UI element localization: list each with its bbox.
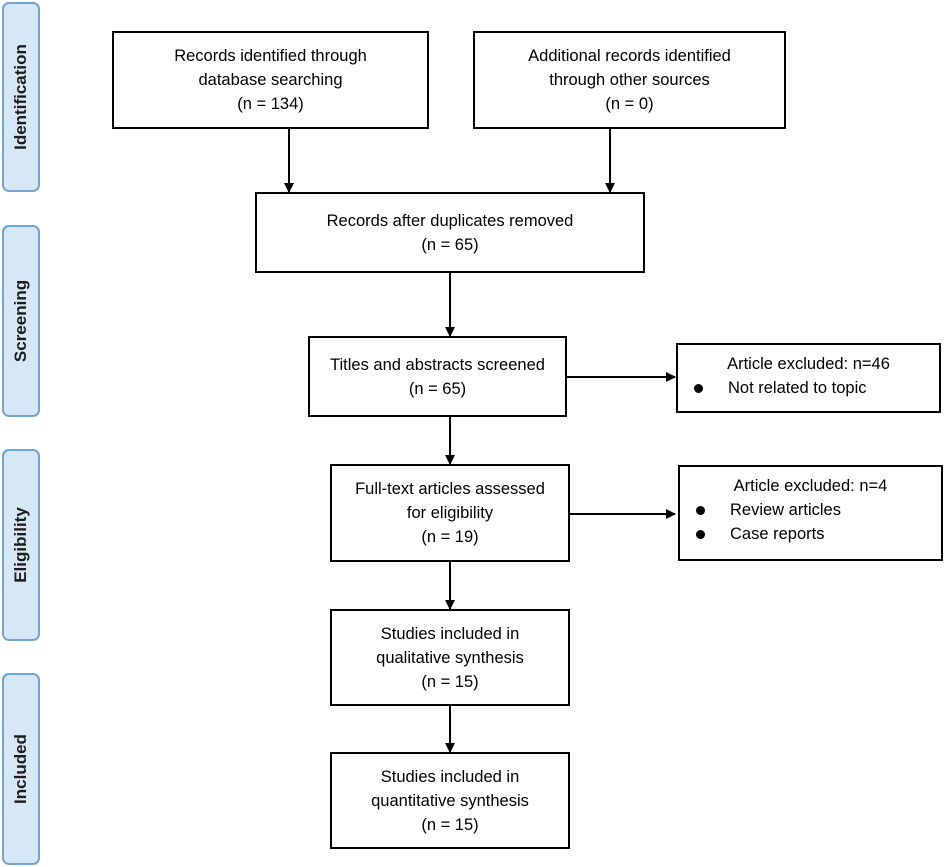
box-exclusion-screening: Article excluded: n=46 Not related to to… [676,343,941,413]
list-item: Not related to topic [678,376,939,400]
box-qualitative: Studies included in qualitative synthesi… [330,609,570,706]
exclusion-eligibility-reason-1: Review articles [730,501,841,519]
list-item: Review articles [680,498,941,522]
box-qualitative-line-2: qualitative synthesis [376,648,524,667]
box-qualitative-count: (n = 15) [421,672,479,691]
bullet-icon [694,384,703,393]
box-screened-count: (n = 65) [408,379,467,398]
box-full-text-line-2: for eligibility [406,504,494,522]
box-full-text: Full-text articles assessed for eligibil… [330,464,570,562]
box-after-duplicates-line-1: Records after duplicates removed [326,211,574,230]
box-additional-records-line-2: through other sources [549,71,710,89]
box-quantitative: Studies included in quantitative synthes… [330,752,570,849]
exclusion-screening-list: Not related to topic [678,376,939,400]
box-screened-line-1: Titles and abstracts screened [330,355,545,374]
box-qualitative-line-1: Studies included in [380,624,520,643]
box-additional-records: Additional records identified through ot… [473,31,786,129]
exclusion-eligibility-list: Review articles Case reports [680,498,941,546]
phase-screening: Screening [2,225,40,417]
phase-eligibility: Eligibility [2,449,40,641]
box-quantitative-count: (n = 15) [421,815,479,834]
box-after-duplicates-count: (n = 65) [421,235,479,254]
box-after-duplicates: Records after duplicates removed (n = 65… [255,192,645,273]
box-full-text-line-1: Full-text articles assessed [355,480,545,498]
box-screened: Titles and abstracts screened (n = 65) [308,336,567,417]
phase-included: Included [2,673,40,865]
exclusion-screening-reason: Not related to topic [728,379,867,397]
exclusion-eligibility-title: Article excluded: n=4 [733,477,888,495]
box-additional-records-count: (n = 0) [605,95,654,113]
box-additional-records-line-1: Additional records identified [528,47,731,65]
box-quantitative-line-1: Studies included in [380,767,520,786]
box-records-identified-line-2: database searching [198,71,343,89]
box-records-identified-line-1: Records identified through [174,47,367,65]
box-records-identified: Records identified through database sear… [112,31,429,129]
exclusion-screening-title: Article excluded: n=46 [727,355,890,373]
box-exclusion-eligibility: Article excluded: n=4 Review articles Ca… [678,465,943,561]
exclusion-eligibility-reason-2: Case reports [730,525,825,543]
box-records-identified-count: (n = 134) [237,95,304,113]
phase-identification: Identification [2,2,40,192]
box-quantitative-line-2: quantitative synthesis [371,791,529,810]
bullet-icon [696,530,705,539]
box-full-text-count: (n = 19) [421,528,479,546]
list-item: Case reports [680,522,941,546]
bullet-icon [696,506,705,515]
